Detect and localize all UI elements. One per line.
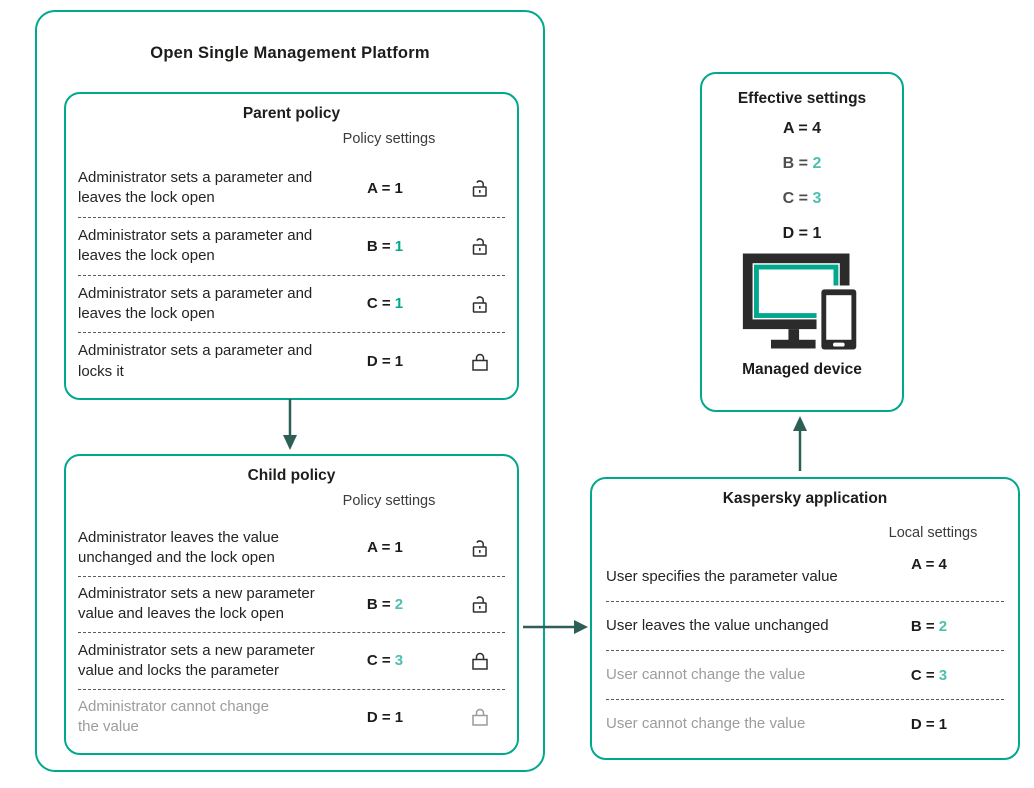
param-value: 2 [938, 617, 948, 635]
param-label: C = [366, 295, 391, 313]
param-label: C = [366, 652, 391, 670]
param-label: B = [366, 237, 391, 255]
child-policy-box: Child policy Policy settings Administrat… [64, 454, 519, 755]
lock-closed-icon [469, 650, 491, 672]
lock-open-icon [469, 537, 491, 559]
row-description: Administrator sets a parameter and leave… [78, 169, 313, 207]
param-value: 1 [394, 237, 404, 255]
parent-policy-title: Parent policy [242, 105, 341, 122]
child-policy-title: Child policy [247, 467, 336, 484]
row-description: Administrator sets a new parameter value… [78, 641, 315, 679]
policy-row: Administrator sets a parameter and locks… [78, 332, 505, 390]
param-value: 1 [394, 179, 403, 197]
param-label: A = [911, 555, 935, 573]
policy-row: Administrator cannot change the value D … [78, 688, 505, 746]
policy-settings-header: Policy settings [342, 493, 436, 509]
param-label: B = [910, 617, 935, 635]
effective-value: C = 3 [782, 190, 822, 207]
effective-value: A = 4 [782, 120, 822, 137]
policy-row: Administrator leaves the value unchanged… [78, 520, 505, 576]
kaspersky-application-title: Kaspersky application [722, 490, 888, 507]
row-description: Administrator leaves the value unchanged… [78, 528, 279, 566]
lock-closed-icon [469, 351, 491, 373]
local-settings-header: Local settings [888, 525, 978, 541]
platform-title: Open Single Management Platform [150, 44, 430, 62]
effective-value: D = 1 [782, 225, 822, 242]
monitor-phone-icon [702, 249, 902, 353]
param-value: 1 [938, 715, 948, 733]
effective-value: B = 2 [782, 155, 822, 172]
open-single-management-platform-box: Open Single Management Platform Parent p… [35, 10, 545, 772]
policy-row: Administrator sets a parameter and leave… [78, 274, 505, 333]
param-label: B = [366, 595, 391, 613]
row-description: Administrator cannot change the value [78, 698, 269, 736]
row-description: User cannot change the value [606, 714, 806, 732]
effective-settings-values: A = 4 B = 2 C = 3 D = 1 [702, 118, 902, 245]
local-setting-row: User specifies the parameter value A = 4 [606, 553, 1004, 601]
local-setting-row: User leaves the value unchanged B = 2 [606, 601, 1004, 650]
kaspersky-app-rows: User specifies the parameter value A = 4… [606, 553, 1004, 748]
policy-to-app-arrow-icon [523, 618, 589, 636]
param-value: 1 [394, 539, 403, 557]
policy-row: Administrator sets a new parameter value… [78, 632, 505, 689]
parent-to-child-arrow-icon [281, 399, 299, 451]
parent-policy-rows: Administrator sets a parameter and leave… [78, 160, 505, 390]
param-value: 1 [394, 353, 404, 371]
param-label: A = [367, 539, 391, 557]
param-value: 2 [394, 595, 404, 613]
param-value: 3 [394, 652, 404, 670]
row-description: Administrator sets a parameter and leave… [78, 226, 313, 265]
row-description: Administrator sets a parameter and locks… [78, 342, 313, 380]
param-value: 4 [938, 555, 947, 573]
row-description: User leaves the value unchanged [606, 616, 829, 634]
policy-row: Administrator sets a parameter and leave… [78, 216, 505, 275]
policy-row: Administrator sets a new parameter value… [78, 575, 505, 633]
effective-settings-title: Effective settings [737, 90, 867, 107]
param-value: 1 [394, 295, 404, 313]
local-setting-row: User cannot change the value D = 1 [606, 699, 1004, 748]
lock-closed-icon [469, 706, 491, 728]
app-to-device-arrow-icon [791, 416, 809, 471]
effective-settings-box: Effective settings A = 4 B = 2 C = 3 D =… [700, 72, 904, 412]
param-value: 3 [938, 666, 948, 684]
parent-policy-box: Parent policy Policy settings Administra… [64, 92, 519, 400]
managed-device-label: Managed device [742, 361, 862, 378]
row-description: Administrator sets a new parameter value… [78, 585, 315, 623]
param-label: D = [366, 353, 391, 371]
param-label: D = [910, 715, 935, 733]
child-policy-rows: Administrator leaves the value unchanged… [78, 520, 505, 745]
local-setting-row: User cannot change the value C = 3 [606, 650, 1004, 699]
param-label: A = [367, 179, 391, 197]
policy-settings-header: Policy settings [342, 131, 436, 147]
row-description: User specifies the parameter value [606, 567, 838, 585]
lock-open-icon [469, 593, 491, 615]
lock-open-icon [469, 293, 491, 315]
row-description: Administrator sets a parameter and leave… [78, 284, 313, 322]
row-description: User cannot change the value [606, 665, 806, 683]
param-label: D = [366, 708, 391, 726]
lock-open-icon [469, 235, 491, 257]
lock-open-icon [469, 177, 491, 199]
policy-row: Administrator sets a parameter and leave… [78, 160, 505, 217]
param-value: 1 [394, 708, 404, 726]
kaspersky-application-box: Kaspersky application Local settings Use… [590, 477, 1020, 760]
param-label: C = [910, 666, 935, 684]
